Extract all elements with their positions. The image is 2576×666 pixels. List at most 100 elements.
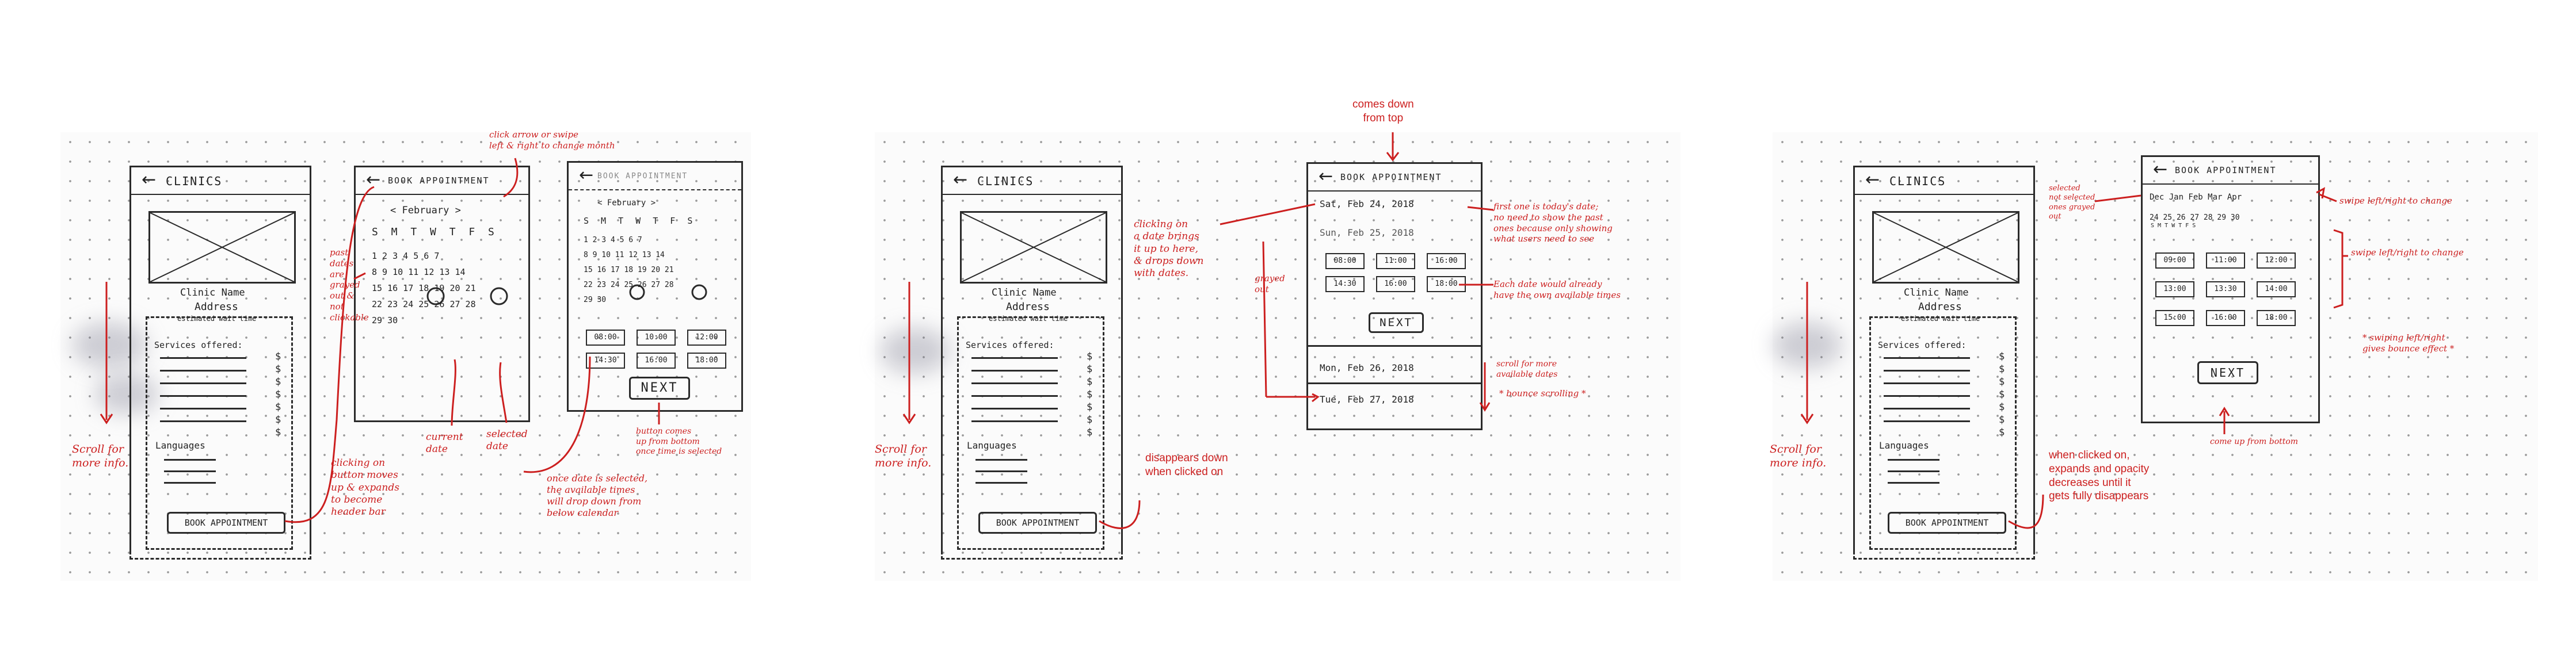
book-header: ← BOOK APPOINTMENT xyxy=(569,163,741,190)
disappears-arrow xyxy=(1099,500,1141,529)
note-bounce: * bounce scrolling * xyxy=(1499,388,1586,399)
back-arrow-icon[interactable]: ← xyxy=(2153,159,2168,179)
note-scroll: Scroll for more info. xyxy=(1770,443,1827,469)
month-strip[interactable]: Dec Jan Feb Mar Apr xyxy=(2150,193,2242,202)
note-swipe-1: swipe left/right to change xyxy=(2339,196,2452,206)
calendar-week[interactable]: 15 16 17 18 19 20 21 xyxy=(372,283,476,293)
time-slot[interactable]: 16:00 xyxy=(2206,310,2245,326)
language-line xyxy=(1888,459,1939,461)
clinic-phone-frame: ← CLINICS Clinic Name Address estimated … xyxy=(1853,166,2035,553)
calendar-grid[interactable]: 1 2 3 4 5 6 7 8 9 10 11 12 13 14 15 16 1… xyxy=(584,233,674,308)
time-slot[interactable]: 13:30 xyxy=(2206,281,2245,297)
time-slot[interactable]: 18:00 xyxy=(2257,310,2296,326)
next-button[interactable]: NEXT xyxy=(1369,312,1424,333)
clicking-date-arrowhead xyxy=(1312,393,1320,403)
clinic-address: Address xyxy=(1006,301,1050,313)
note-when-clicked: when clicked on, expands and opacity dec… xyxy=(2049,449,2150,503)
back-arrow-icon[interactable]: ← xyxy=(1865,170,1880,190)
day-strip[interactable]: 24 25 26 27 28 29 30 xyxy=(2150,213,2240,222)
next-button[interactable]: NEXT xyxy=(2197,361,2258,384)
clinic-name: Clinic Name xyxy=(180,287,245,298)
date-row[interactable]: Mon, Feb 26, 2018 xyxy=(1320,362,1414,373)
time-slot[interactable]: 10:00 xyxy=(637,330,676,346)
time-slot[interactable]: 08:00 xyxy=(586,330,625,346)
note-each-date: Each date would already have the own ava… xyxy=(1493,279,1621,300)
back-arrow-icon[interactable]: ← xyxy=(142,170,157,190)
time-slot[interactable]: 12:00 xyxy=(687,330,726,346)
clinic-header: ← CLINICS xyxy=(131,167,310,195)
scroll-arrow-head xyxy=(1800,414,1814,424)
note-first-one: first one is today's date; no need to sh… xyxy=(1493,201,1613,244)
service-line xyxy=(160,357,246,359)
time-slot[interactable]: 14:30 xyxy=(586,353,625,369)
calendar-week[interactable]: 8 9 10 11 12 13 14 xyxy=(584,251,665,259)
time-slot[interactable]: 13:00 xyxy=(2155,281,2194,297)
time-slot[interactable]: 08:00 xyxy=(1325,253,1365,269)
time-slot[interactable]: 11:00 xyxy=(2206,252,2245,269)
image-placeholder-icon xyxy=(961,212,1106,282)
time-slot[interactable]: 14:00 xyxy=(2257,281,2296,297)
swipe-2-bracket xyxy=(2333,229,2343,309)
paper-smudge xyxy=(881,328,950,374)
back-arrow-icon[interactable]: ← xyxy=(579,165,594,185)
calendar-grid[interactable]: 1 2 3 4 5 6 7 8 9 10 11 12 13 14 15 16 1… xyxy=(372,248,476,328)
calendar-week[interactable]: 1 2 3 4 5 6 7 xyxy=(584,236,642,244)
time-slot[interactable]: 16:00 xyxy=(637,353,676,369)
scroll-arrow-head xyxy=(100,414,113,424)
sketch-panel-3: ← CLINICS Clinic Name Address estimated … xyxy=(1770,132,2538,581)
back-arrow-icon[interactable]: ← xyxy=(1319,166,1333,186)
note-once-date: once date is selected, the available tim… xyxy=(547,473,648,518)
scroll-more-arrowhead xyxy=(1479,402,1491,412)
book-appointment-button[interactable]: BOOK APPOINTMENT xyxy=(978,512,1097,534)
calendar-week[interactable]: 22 23 24 25 26 27 28 xyxy=(584,281,674,289)
book-header-title: BOOK APPOINTMENT xyxy=(2175,165,2277,175)
service-line xyxy=(1884,408,1970,409)
image-placeholder-icon xyxy=(1873,212,2018,282)
price-list: $ $ $ $ $ $ $ xyxy=(275,351,281,438)
clinic-phone-frame: ← CLINICS Clinic Name Address estimated … xyxy=(129,166,311,553)
next-button[interactable]: NEXT xyxy=(629,377,690,400)
current-date-circle xyxy=(426,287,445,305)
date-row[interactable]: Tue, Feb 27, 2018 xyxy=(1320,394,1414,405)
language-line xyxy=(1888,470,1939,472)
clinic-header-title: CLINICS xyxy=(166,174,223,188)
time-slot[interactable]: 16:00 xyxy=(1427,253,1466,269)
clinic-phone-extension xyxy=(941,434,1123,560)
clinic-address: Address xyxy=(195,301,238,313)
note-selected-grayed: selected not selected ones grayed out xyxy=(2049,184,2095,221)
time-slot[interactable]: 16:00 xyxy=(1376,276,1415,292)
date-row[interactable]: Sun, Feb 25, 2018 xyxy=(1320,227,1414,238)
calendar-week[interactable]: 15 16 17 18 19 20 21 xyxy=(584,266,674,274)
clinic-phone-extension xyxy=(129,434,311,560)
month-selector[interactable]: < February > xyxy=(597,198,656,208)
time-slot[interactable]: 09:00 xyxy=(2155,252,2194,269)
time-slot[interactable]: 14:30 xyxy=(1325,276,1365,292)
back-arrow-icon[interactable]: ← xyxy=(953,170,968,190)
book-appointment-button[interactable]: BOOK APPOINTMENT xyxy=(167,512,285,534)
calendar-week[interactable]: 8 9 10 11 12 13 14 xyxy=(372,267,466,277)
times-phone-frame: ← BOOK APPOINTMENT < February > S M T W … xyxy=(567,161,743,412)
time-slot[interactable]: 11:00 xyxy=(1376,253,1415,269)
time-slot[interactable]: 15:00 xyxy=(2155,310,2194,326)
service-line xyxy=(1884,382,1970,384)
divider-line xyxy=(1308,345,1481,347)
selected-date-arrow xyxy=(499,362,508,423)
time-slot[interactable]: 18:00 xyxy=(687,353,726,369)
book-appointment-button[interactable]: BOOK APPOINTMENT xyxy=(1888,512,2006,534)
calendar-week[interactable]: 22 23 24 25 26 27 28 xyxy=(372,299,476,309)
clinic-header: ← CLINICS xyxy=(1855,167,2033,195)
calendar-week[interactable]: 29 30 xyxy=(584,296,607,304)
clinic-address: Address xyxy=(1918,301,1962,313)
selected-date-row[interactable]: Sat, Feb 24, 2018 xyxy=(1320,198,1414,209)
scroll-arrow-head xyxy=(902,414,916,424)
calendar-week[interactable]: 29 30 xyxy=(372,315,398,326)
selected-date-circle xyxy=(490,287,508,305)
month-selector[interactable]: < February > xyxy=(390,205,461,216)
clicking-date-bracket xyxy=(1262,241,1267,397)
first-one-arrow xyxy=(1467,206,1494,211)
selected-grayed-arrow xyxy=(2094,194,2141,202)
calendar-week[interactable]: 1 2 3 4 5 6 7 xyxy=(372,251,440,261)
time-slot[interactable]: 12:00 xyxy=(2257,252,2296,269)
book-phone-frame: ← BOOK APPOINTMENT < February > S M T W … xyxy=(354,166,530,422)
come-up-arrowhead xyxy=(2219,407,2230,416)
